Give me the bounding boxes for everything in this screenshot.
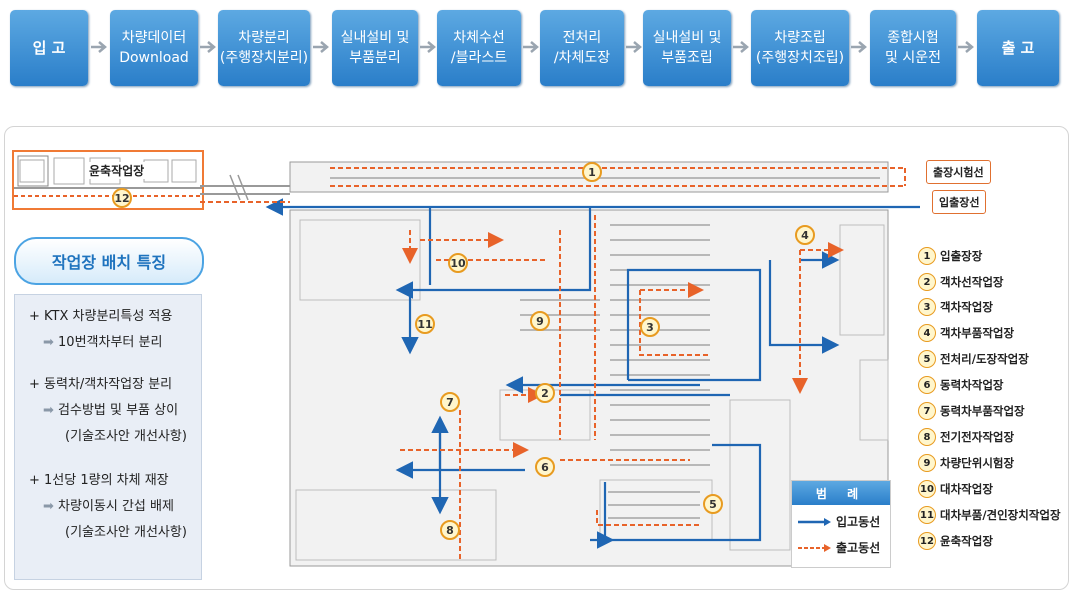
outbound-line-icon (798, 543, 831, 552)
test-line-label: 출장시험선 (926, 160, 991, 184)
legend-inbound: 입고동선 (798, 513, 880, 530)
flow-arrow-icon (851, 41, 867, 53)
legend-outbound: 출고동선 (798, 539, 880, 556)
inbound-line-icon (798, 517, 831, 526)
inbound-route (265, 198, 920, 549)
feature-subitem: ➡ 검수방법 및 부품 상이 (43, 403, 179, 418)
flow-arrow-icon (626, 41, 642, 53)
outbound-route (200, 167, 906, 560)
badge-9: 9 (530, 311, 550, 331)
arrow-right-icon: ➡ (43, 499, 59, 514)
flow-step-assembly: 차량조립 (주행장치조립) (751, 10, 849, 86)
flow-arrow-icon (313, 41, 329, 53)
flow-step-download: 차량데이터 Download (110, 10, 198, 86)
feature-note: (기술조사안 개선사항) (65, 525, 187, 540)
feature-item: + 1선당 1량의 차체 재장 (29, 473, 169, 488)
flow-step-inbound: 입 고 (10, 10, 88, 86)
flow-step-interior-assembly: 실내설비 및 부품조립 (643, 10, 731, 86)
flow-arrow-icon (420, 41, 436, 53)
badge-11: 11 (415, 314, 435, 334)
badge-6: 6 (535, 457, 555, 477)
wheel-shop-inset (12, 150, 204, 210)
flow-arrow-icon (91, 41, 107, 53)
flow-step-interior-removal: 실내설비 및 부품분리 (332, 10, 418, 86)
flow-arrow-icon (733, 41, 749, 53)
arrow-right-icon: ➡ (43, 335, 59, 350)
route-legend: 범 례 입고동선 출고동선 (791, 480, 891, 568)
badge-4: 4 (795, 225, 815, 245)
route-legend-title: 범 례 (792, 481, 890, 505)
flow-arrow-icon (958, 41, 974, 53)
features-title: 작업장 배치 특징 (14, 237, 204, 285)
flow-step-test-run: 종합시험 및 시운전 (870, 10, 956, 86)
features-box: + KTX 차량분리특성 적용 ➡ 10번객차부터 분리 + 동력차/객차작업장… (14, 294, 202, 580)
badge-3: 3 (640, 317, 660, 337)
feature-item: + 동력차/객차작업장 분리 (29, 377, 173, 392)
arrow-right-icon: ➡ (43, 403, 59, 418)
flow-arrow-icon (523, 41, 539, 53)
flow-step-body-repair: 차체수선 /블라스트 (437, 10, 521, 86)
wheel-shop-label: 윤축작업장 (88, 162, 146, 179)
feature-subitem: ➡ 차량이동시 간섭 배제 (43, 499, 174, 514)
badge-5: 5 (703, 494, 723, 514)
entry-line-label: 입출장선 (932, 190, 987, 214)
badge-2: 2 (535, 383, 555, 403)
badge-1: 1 (582, 162, 602, 182)
feature-item: + KTX 차량분리특성 적용 (29, 309, 173, 324)
badge-7: 7 (440, 392, 460, 412)
badge-10: 10 (448, 253, 468, 273)
flow-step-separation: 차량분리 (주행장치분리) (218, 10, 310, 86)
feature-subitem: ➡ 10번객차부터 분리 (43, 335, 163, 350)
flow-arrow-icon (200, 41, 216, 53)
badge-12: 12 (112, 188, 132, 208)
flow-step-painting: 전처리 /차체도장 (540, 10, 624, 86)
feature-note: (기술조사안 개선사항) (65, 429, 187, 444)
flow-step-outbound: 출 고 (977, 10, 1059, 86)
badge-8: 8 (440, 520, 460, 540)
